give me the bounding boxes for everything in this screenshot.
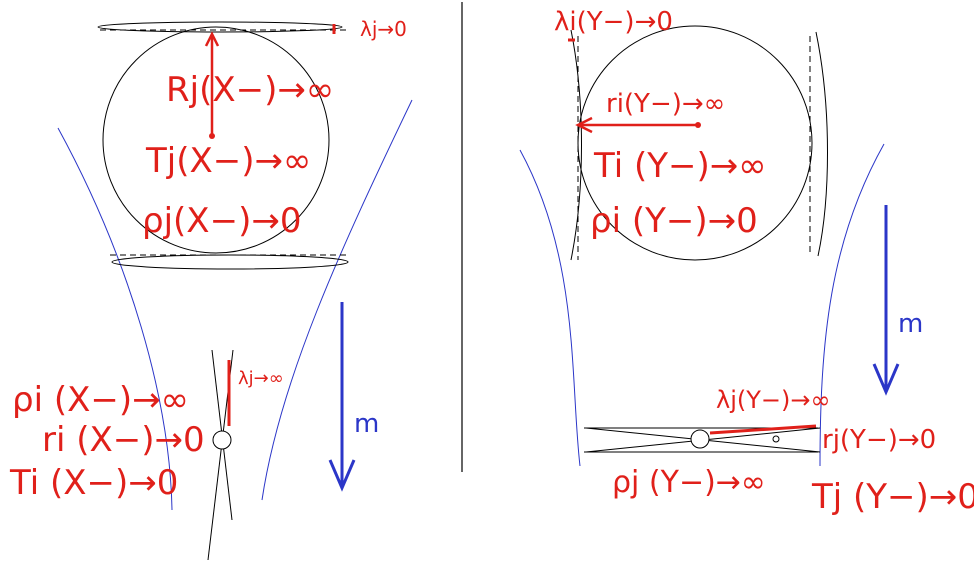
right-tiny-sphere bbox=[772, 435, 780, 443]
right-T-i-label: Ti (Y−)→∞ bbox=[593, 146, 767, 186]
left-R-j-label: Rj(X−)→∞ bbox=[166, 70, 334, 110]
right-lambda-i-label: λi(Y−)→0 bbox=[554, 7, 673, 37]
left-top-lambda: λj→0 bbox=[360, 17, 407, 41]
right-small-sphere bbox=[690, 429, 710, 449]
right-radius-arrowhead bbox=[575, 116, 593, 134]
left-radius-arrowhead bbox=[204, 31, 220, 47]
right-neck-curve-left bbox=[519, 149, 581, 467]
left-small-sphere bbox=[212, 430, 232, 450]
left-bottom-disk bbox=[111, 254, 349, 270]
right-panel: λi(Y−)→0 ri(Y−)→∞ Ti (Y−)→∞ ρi (Y−)→0 λj… bbox=[519, 7, 974, 517]
right-rho-i-label: ρi (Y−)→0 bbox=[590, 201, 758, 241]
right-center-dot bbox=[695, 122, 701, 128]
right-right-disk bbox=[815, 31, 828, 257]
left-neck-curve-left bbox=[57, 127, 173, 511]
right-neck-red-bar bbox=[709, 424, 817, 435]
left-rho-i-label: ρi (X−)→∞ bbox=[12, 380, 189, 420]
left-T-j-label: Tj(X−)→∞ bbox=[145, 141, 311, 181]
left-panel: λj→0 Rj(X−)→∞ Tj(X−)→∞ ρj(X−)→0 λj→∞ ρi … bbox=[9, 17, 413, 561]
left-sphere bbox=[102, 26, 330, 254]
right-flow-label: m bbox=[898, 309, 923, 339]
right-left-disk bbox=[570, 29, 582, 261]
left-top-disk bbox=[97, 21, 343, 33]
left-lower-lambda: λj→∞ bbox=[238, 368, 284, 389]
left-T-i-label: Ti (X−)→0 bbox=[9, 463, 178, 503]
left-center-dot bbox=[209, 133, 215, 139]
right-r-i-label: ri(Y−)→∞ bbox=[606, 89, 725, 119]
right-flow-arrowhead bbox=[872, 363, 900, 396]
left-flow-arrowhead bbox=[328, 459, 356, 492]
left-rho-j-label: ρj(X−)→0 bbox=[142, 201, 301, 241]
right-sphere bbox=[577, 25, 813, 261]
left-r-i-label: ri (X−)→0 bbox=[42, 420, 205, 460]
right-lambda-j-label: λj(Y−)→∞ bbox=[716, 386, 830, 414]
right-neck-curve-right bbox=[819, 143, 885, 467]
right-T-j-label: Tj (Y−)→0 bbox=[811, 477, 974, 517]
right-r-j-label: rj(Y−)→0 bbox=[822, 425, 936, 455]
right-rho-j-label: ρj (Y−)→∞ bbox=[612, 465, 766, 500]
left-flow-label: m bbox=[354, 409, 379, 439]
left-neck-curve-right bbox=[261, 99, 413, 501]
